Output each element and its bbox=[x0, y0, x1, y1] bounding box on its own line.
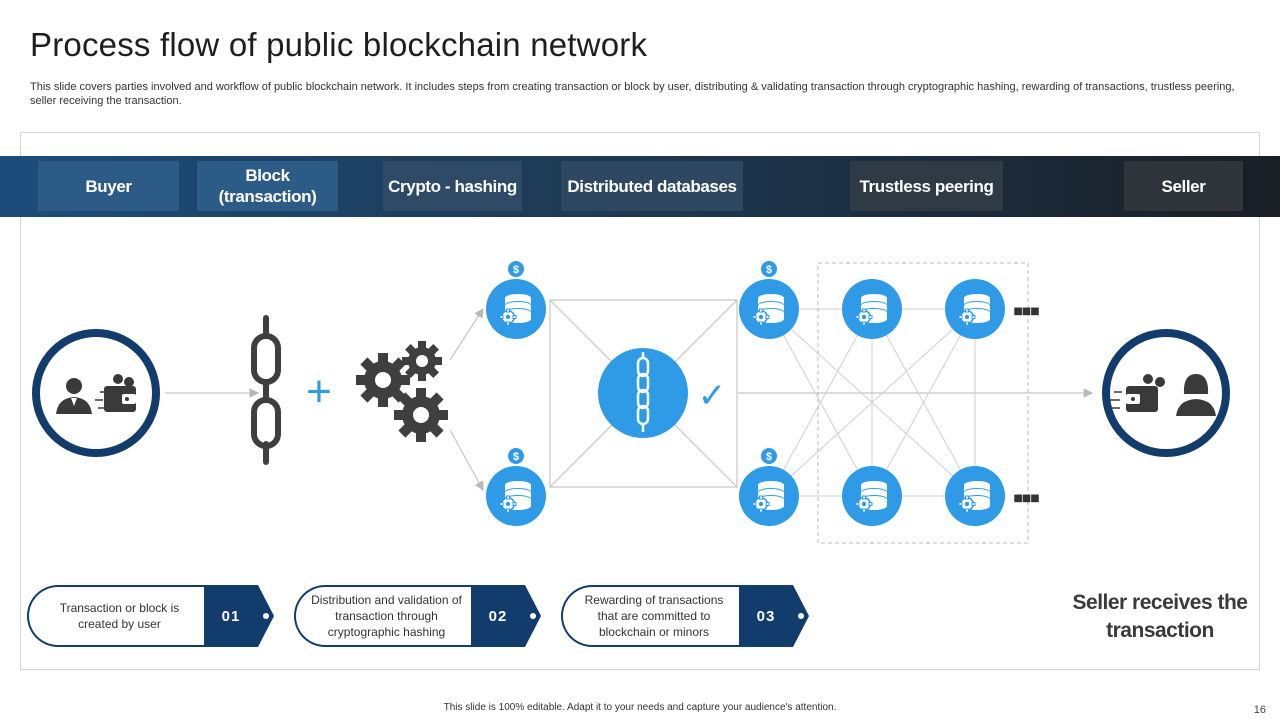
db-node-bottom-4 bbox=[945, 466, 1005, 526]
db-node-bottom-2 bbox=[739, 466, 799, 526]
diagram-frame bbox=[20, 132, 1260, 670]
svg-text:$: $ bbox=[513, 264, 519, 276]
step-tag-shape bbox=[203, 585, 274, 647]
svg-text:$: $ bbox=[513, 451, 519, 463]
step-1-badge: 01 bbox=[203, 585, 273, 647]
buyer-icon bbox=[32, 329, 160, 457]
stage-trustless-peering: Trustless peering bbox=[850, 161, 1003, 211]
arrow-to-top-node bbox=[449, 307, 484, 361]
svg-text:$: $ bbox=[766, 451, 772, 463]
trustless-peering-group bbox=[817, 262, 1029, 544]
db-node-top-1 bbox=[486, 279, 546, 339]
more-nodes-icon: ■■■ bbox=[1013, 306, 1039, 317]
step-2-description: Distribution and validation of transacti… bbox=[294, 585, 471, 647]
peer-network-links bbox=[768, 308, 976, 497]
stage-distributed-databases: Distributed databases bbox=[561, 161, 743, 211]
page-title: Process flow of public blockchain networ… bbox=[30, 26, 648, 63]
step-2-number: 02 bbox=[488, 607, 508, 625]
more-nodes-icon: ■■■ bbox=[1013, 493, 1039, 504]
dollar-badge-icon: $ bbox=[508, 261, 524, 277]
dollar-badge-icon: $ bbox=[761, 261, 777, 277]
step-3-number: 03 bbox=[756, 607, 776, 625]
stage-seller: Seller bbox=[1124, 161, 1243, 211]
chain-icon bbox=[251, 315, 281, 465]
gears-icon bbox=[356, 341, 448, 442]
step-tag-shape bbox=[738, 585, 809, 647]
svg-text:$: $ bbox=[766, 264, 772, 276]
db-node-top-2 bbox=[739, 279, 799, 339]
arrow-to-bottom-node bbox=[449, 429, 484, 492]
stage-block: Block (transaction) bbox=[197, 161, 338, 211]
db-node-bottom-3 bbox=[842, 466, 902, 526]
hash-chain-icon bbox=[598, 348, 688, 438]
checkmark-icon: ✓ bbox=[698, 376, 727, 416]
db-node-top-3 bbox=[842, 279, 902, 339]
page-subtitle: This slide covers parties involved and w… bbox=[30, 81, 1235, 107]
page-number: 16 bbox=[1253, 704, 1266, 716]
dollar-badge-icon: $ bbox=[508, 448, 524, 464]
step-3-badge: 03 bbox=[738, 585, 808, 647]
footer-note: This slide is 100% editable. Adapt it to… bbox=[443, 702, 837, 713]
seller-icon bbox=[1102, 329, 1230, 457]
step-tag-shape bbox=[470, 585, 541, 647]
db-node-bottom-1 bbox=[486, 466, 546, 526]
step-1-description: Transaction or block is created by user bbox=[27, 585, 204, 647]
plus-icon: + bbox=[306, 367, 332, 416]
step-3-description: Rewarding of transactions that are commi… bbox=[561, 585, 739, 647]
step-2-badge: 02 bbox=[470, 585, 540, 647]
final-step-label: Seller receives the transaction bbox=[1072, 591, 1248, 642]
stage-buyer: Buyer bbox=[38, 161, 179, 211]
step-1-number: 01 bbox=[221, 607, 241, 625]
stage-crypto-hashing: Crypto - hashing bbox=[383, 161, 522, 211]
dollar-badge-icon: $ bbox=[761, 448, 777, 464]
db-node-top-4 bbox=[945, 279, 1005, 339]
